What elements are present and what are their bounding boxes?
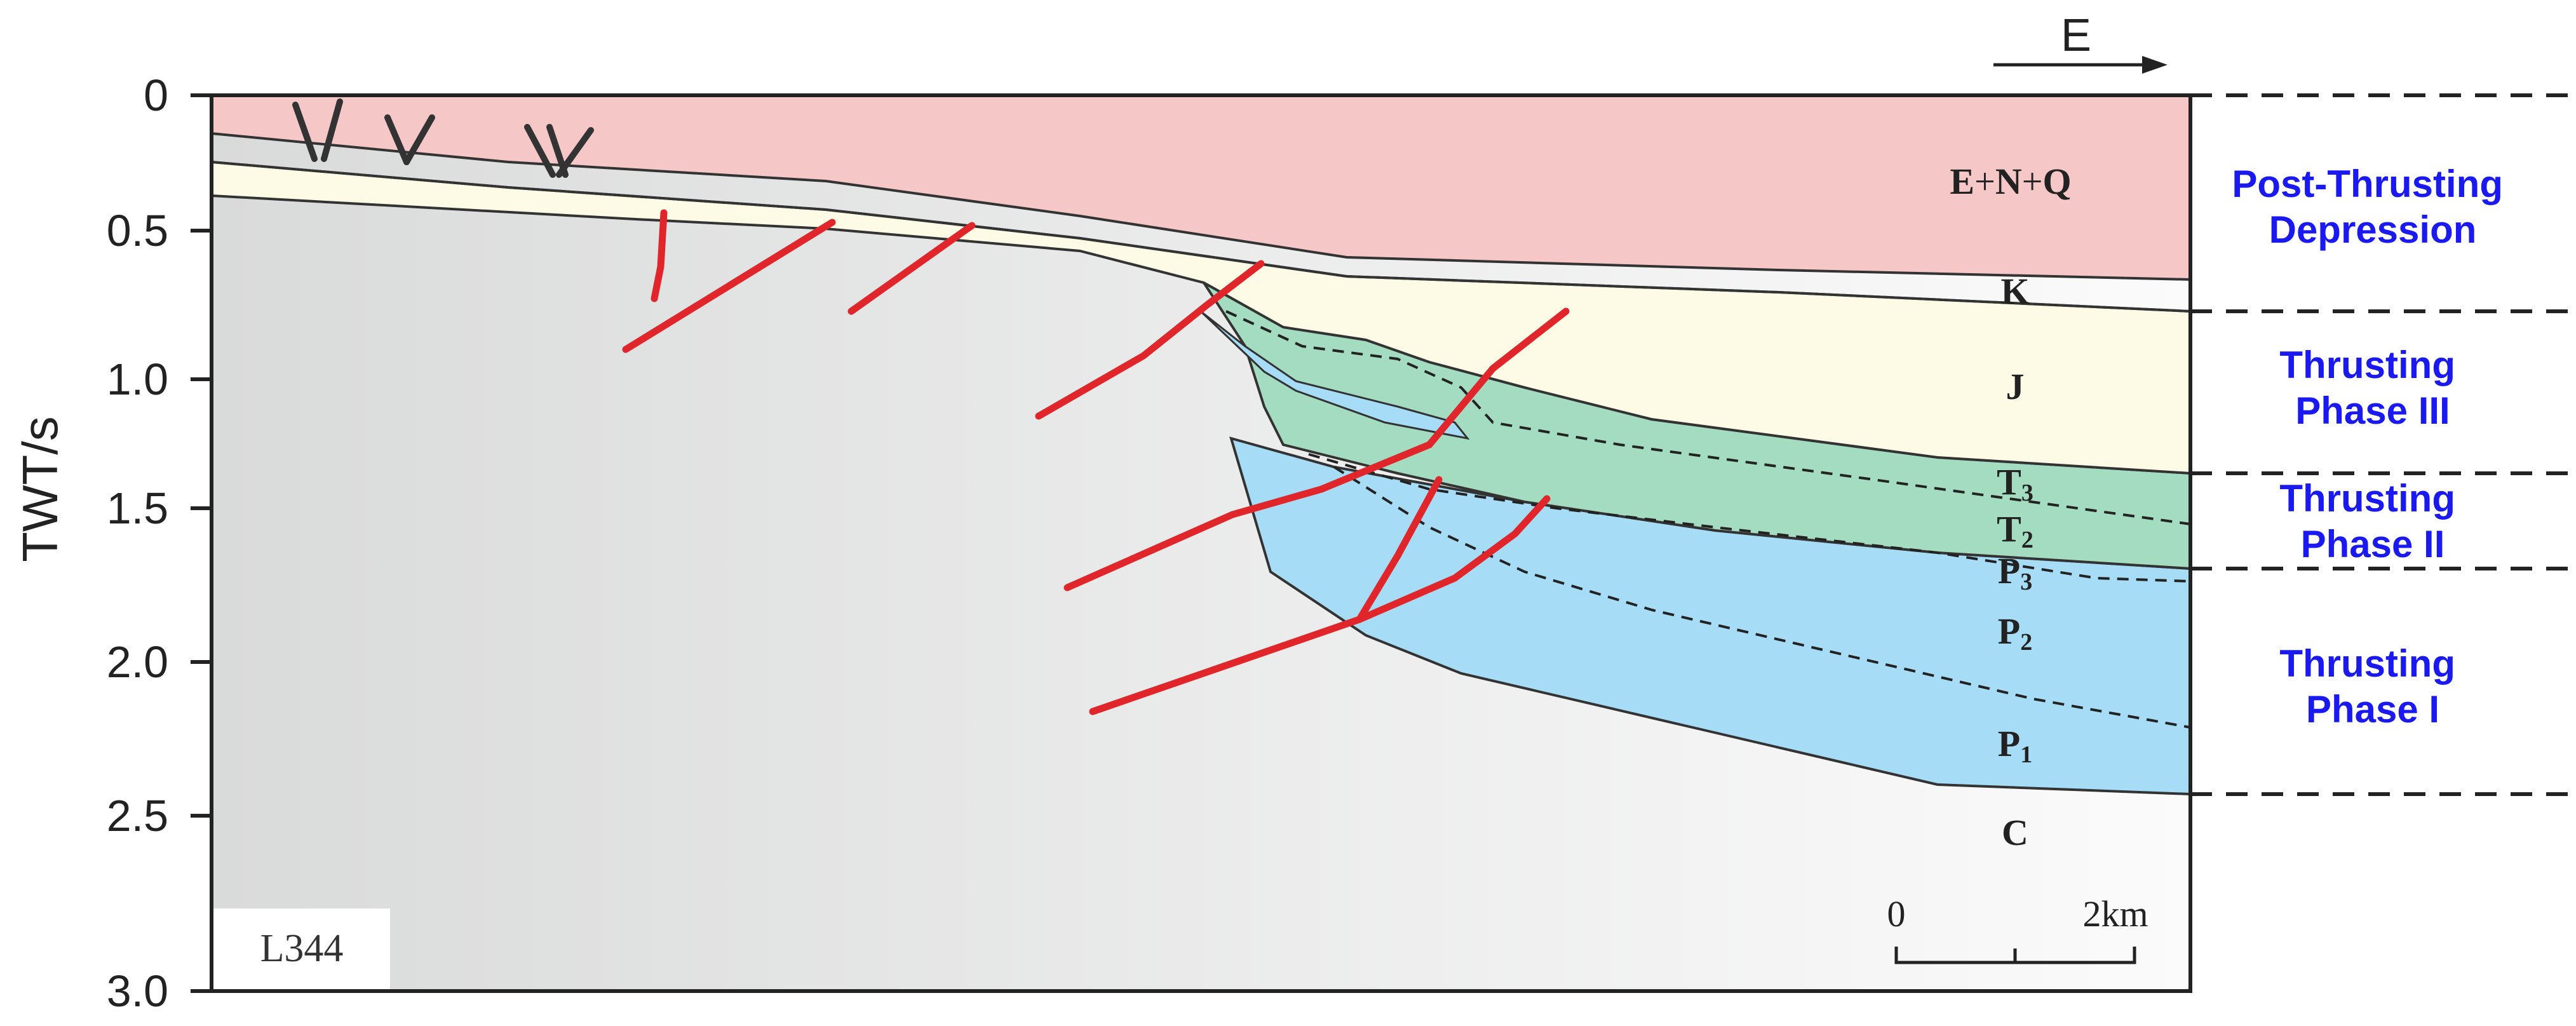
normal-faults [292, 98, 594, 178]
y-tick-0: 0 [144, 71, 168, 120]
phase-thrusting-ii: Thrusting Phase II [2279, 477, 2465, 565]
arrow-head-icon [2142, 56, 2168, 74]
dashed-boundaries [1225, 310, 2191, 729]
y-tick-6: 3.0 [107, 966, 168, 1016]
y-tick-5: 2.5 [107, 791, 168, 840]
phase-dividers [2190, 93, 2576, 796]
thrust-faults [622, 209, 1570, 715]
y-axis-title: TWT/s [12, 416, 68, 562]
unit-label-c: C [2002, 812, 2028, 853]
unit-label-p1: P1 [1998, 723, 2032, 768]
direction-label: E [2061, 10, 2091, 61]
y-tick-labels: 0 0.5 1.0 1.5 2.0 2.5 3.0 [107, 71, 168, 1016]
phase-thrusting-iii: Thrusting Phase III [2279, 344, 2465, 432]
phase-thrusting-i: Thrusting Phase I [2279, 642, 2465, 731]
unit-label-k: K [2000, 271, 2029, 312]
unit-label-enq: E+N+Q [1950, 161, 2071, 202]
scale-bar: 0 2km [1887, 893, 2148, 964]
scale-start: 0 [1887, 893, 1906, 935]
unit-label-t3: T3 [1997, 461, 2033, 506]
east-direction-arrow: E [1993, 10, 2168, 74]
line-label: L344 [260, 927, 344, 970]
y-tick-1: 0.5 [107, 206, 168, 255]
y-tick-2: 1.0 [107, 354, 168, 404]
unit-label-t2: T2 [1997, 508, 2033, 553]
scale-end: 2km [2082, 893, 2148, 935]
y-tick-4: 2.0 [107, 637, 168, 687]
unit-label-p3: P3 [1998, 550, 2032, 595]
plot-frame [210, 93, 2192, 993]
phase-post-thrusting: Post-Thrusting Depression [2232, 163, 2513, 251]
k-boundary [211, 161, 2191, 313]
unit-label-p2: P2 [1998, 611, 2032, 656]
y-axis [191, 93, 212, 993]
y-tick-3: 1.5 [107, 483, 168, 533]
line-label-box [213, 908, 390, 989]
unit-label-j: J [2006, 366, 2025, 407]
